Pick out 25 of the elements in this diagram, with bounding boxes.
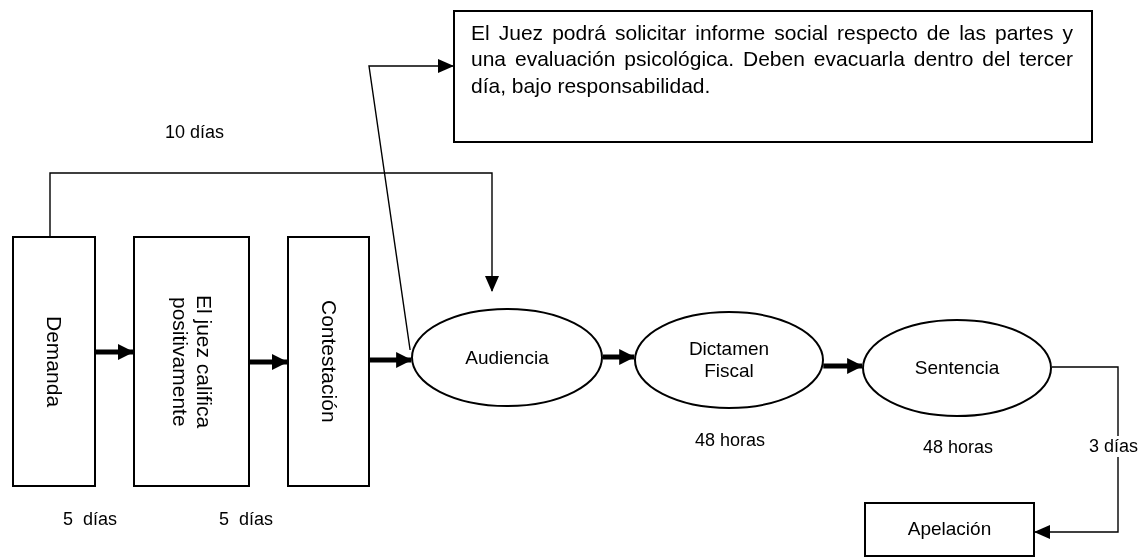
step-label: Demanda <box>42 315 67 408</box>
step-label: Dictamen Fiscal <box>687 338 771 382</box>
step-label: Apelación <box>907 518 992 540</box>
arrow <box>368 59 454 351</box>
arrow <box>1034 366 1119 539</box>
note-box <box>453 10 1093 143</box>
process-ellipse <box>411 308 603 407</box>
arrow <box>823 358 864 374</box>
arrow <box>250 354 288 370</box>
process-box <box>12 236 96 487</box>
process-box <box>287 236 370 487</box>
step-label: Audiencia <box>465 346 549 369</box>
note-text: El Juez podrá solicitar informe social respecto de las partes y una evaluación psicológica. Deben evacuarla dentro del tercer día, bajo responsabilidad. <box>471 20 1073 99</box>
arrow <box>603 349 636 365</box>
arrow <box>49 172 499 292</box>
step-label: Sentencia <box>914 357 1000 379</box>
process-ellipse <box>862 319 1052 417</box>
process-box <box>133 236 250 487</box>
step-label: Contestación <box>316 300 341 423</box>
process-ellipse <box>634 311 824 409</box>
arrow <box>96 344 134 360</box>
process-box <box>864 502 1035 557</box>
edge-label: 3 días <box>1088 436 1140 457</box>
arrow <box>370 352 413 368</box>
step-label: El juez califica positivamente <box>167 293 216 431</box>
